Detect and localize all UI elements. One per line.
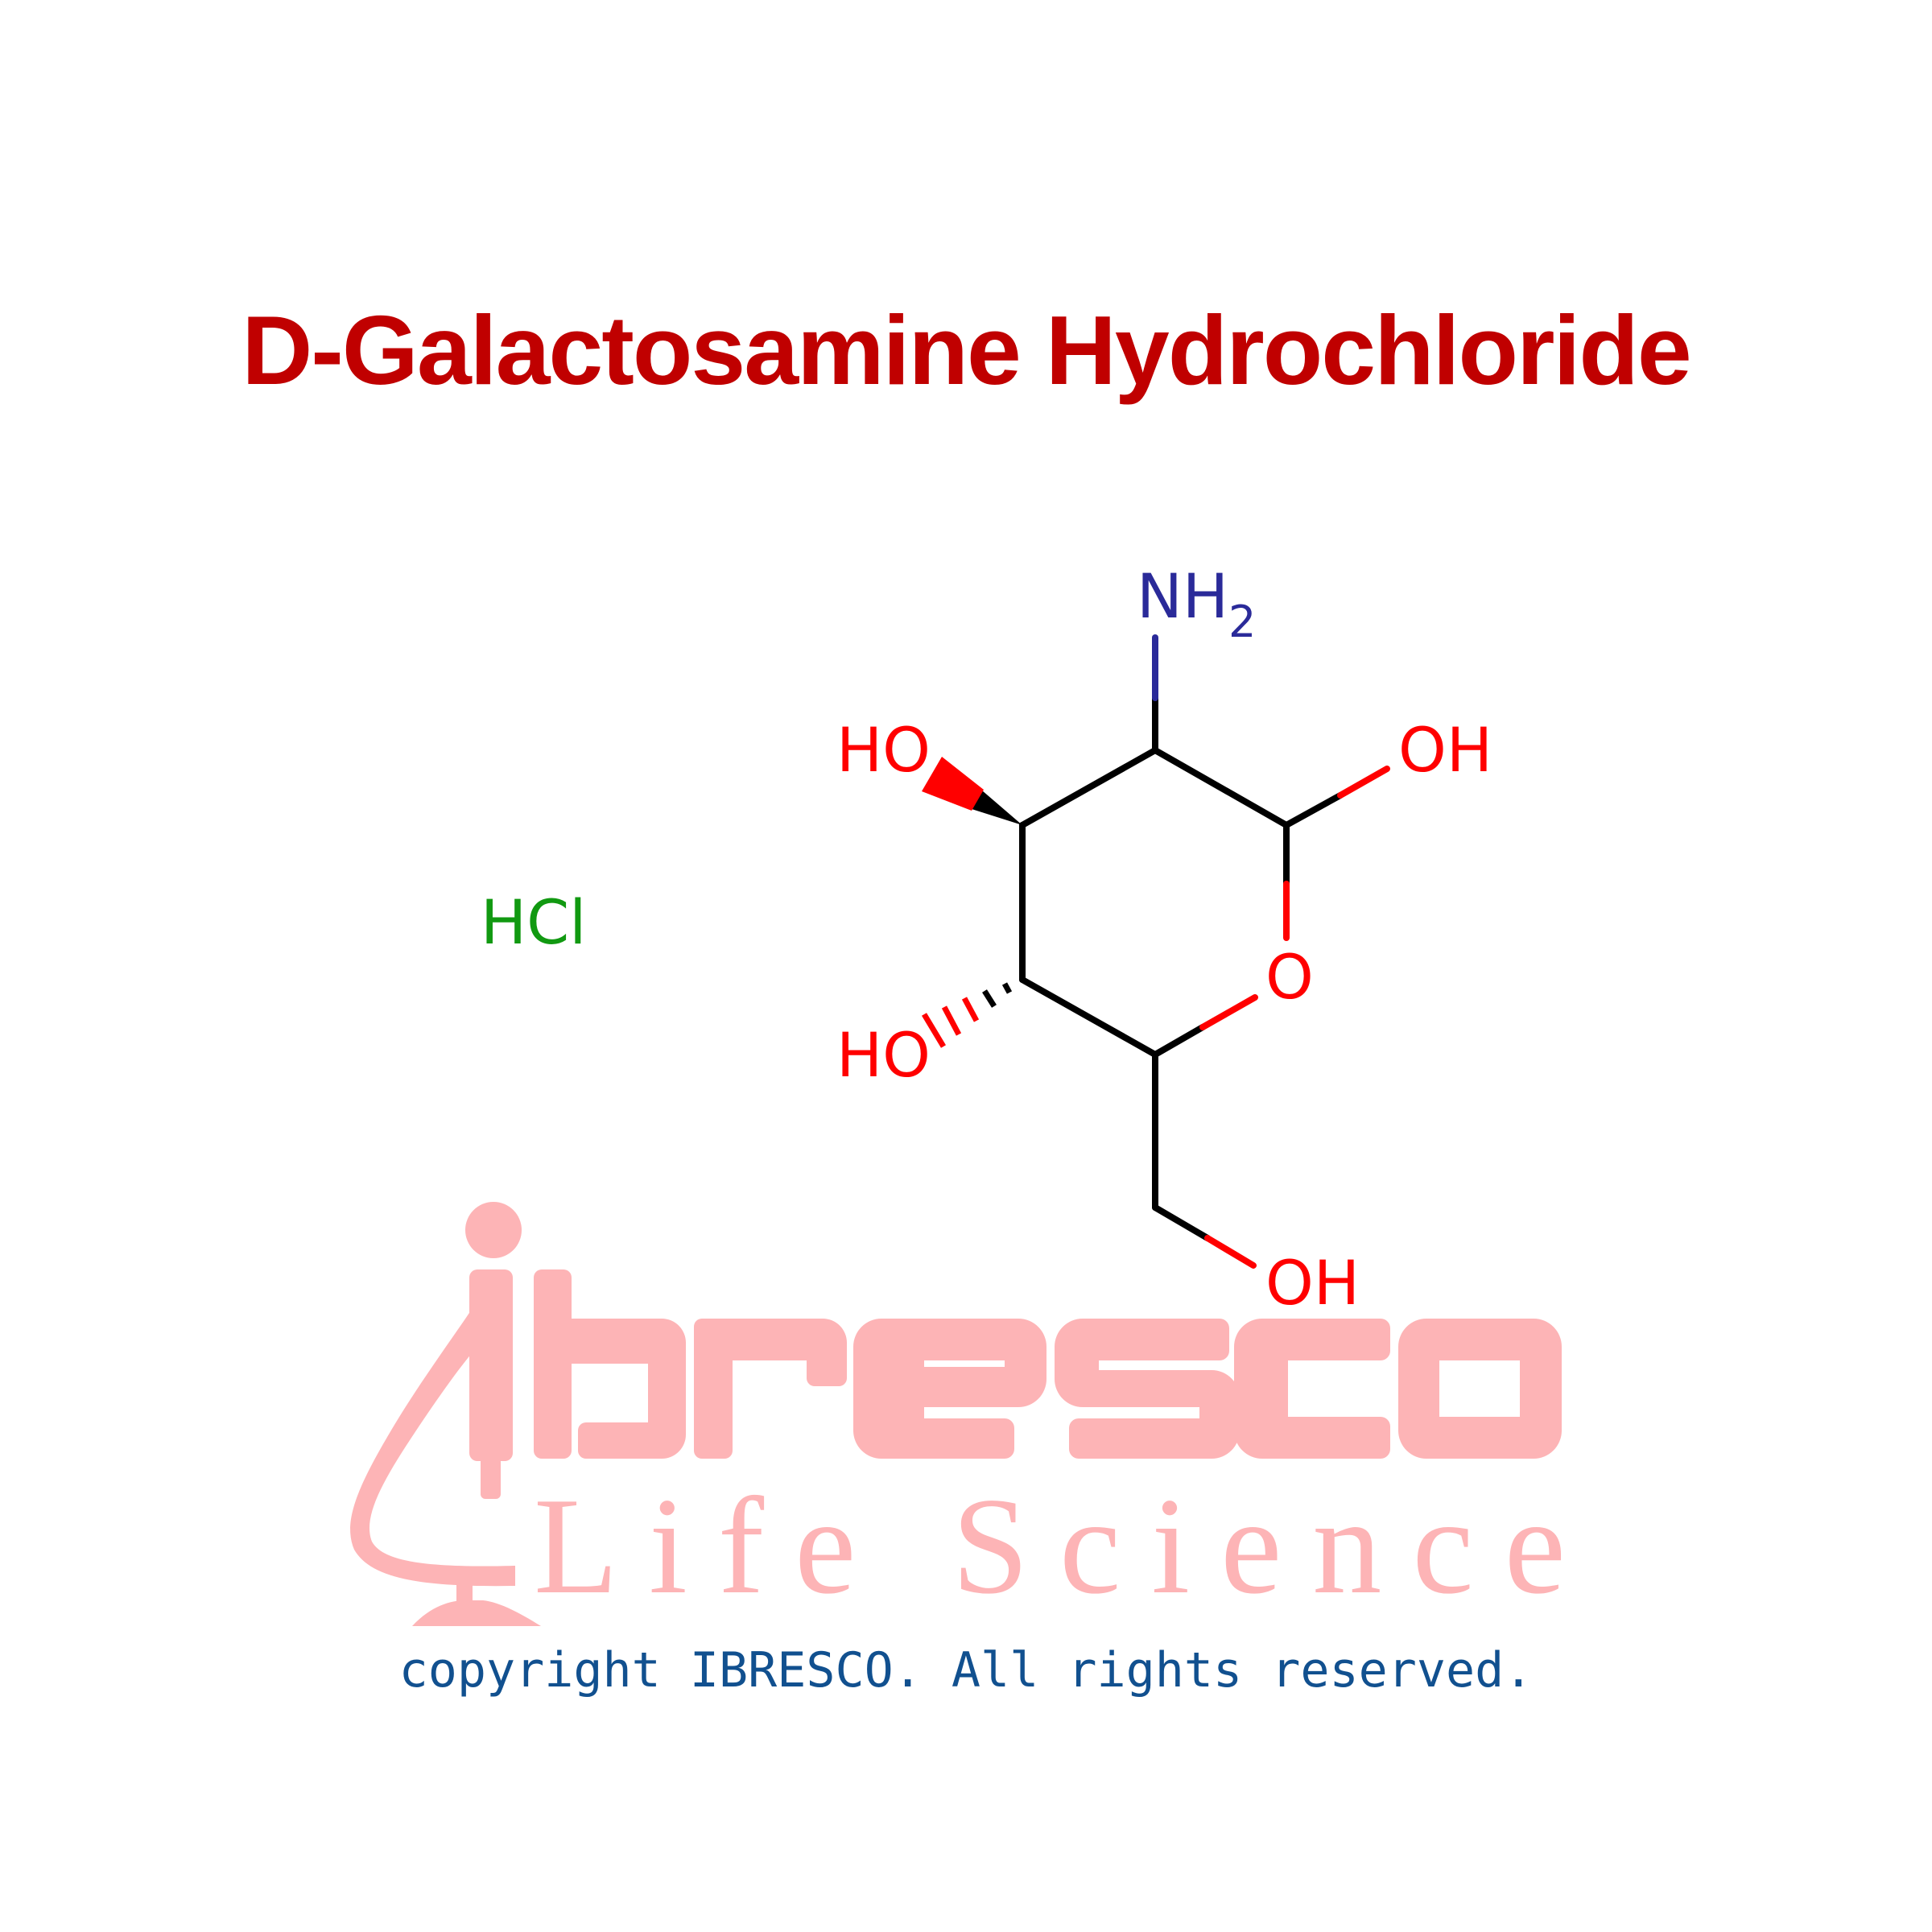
hcl-counter-ion: HCl: [481, 886, 586, 958]
ibresco-watermark-logo: Life Science: [350, 1202, 1566, 1626]
watermark-letter-b: [534, 1269, 686, 1459]
hydroxyl-c3-label: HO: [836, 714, 931, 786]
hashed-bond-c4-oh: [921, 982, 1013, 1048]
copyright-notice: copyright IBRESCO. All rights reserved.: [398, 1642, 1534, 1699]
molecular-structure: NH2 OH HO HO O OH HCl: [481, 560, 1492, 1319]
watermark-letter-c: [1234, 1319, 1390, 1459]
hydroxyl-c1-label: OH: [1398, 714, 1492, 786]
bond-c2-c1: [1152, 747, 1290, 828]
watermark-letter-r: [694, 1319, 847, 1459]
bond-c4-c5: [1019, 976, 1158, 1058]
bond-c2-c3: [1019, 747, 1158, 828]
ring-oxygen-label: O: [1265, 941, 1314, 1013]
bond-c6-oh-carbon-half: [1152, 1204, 1211, 1241]
wedge-bond-c3-oh: [922, 757, 1022, 825]
microscope-icon: [350, 1202, 541, 1626]
bond-c1-oh-carbon-half: [1283, 792, 1344, 828]
watermark-letter-o: [1398, 1319, 1562, 1459]
hydroxyl-c4-label: HO: [836, 1019, 931, 1091]
page-title: D-Galactosamine Hydrochloride: [242, 295, 1692, 405]
bond-c1-oh-oxygen-half: [1337, 766, 1390, 799]
amine-label: NH2: [1137, 560, 1256, 647]
hydroxyl-c6-label: OH: [1265, 1247, 1360, 1319]
bond-c5-o-oxygen-half: [1199, 994, 1258, 1030]
watermark-tagline: Life Science: [534, 1470, 1566, 1623]
bond-c6-oh-oxygen-half: [1204, 1235, 1257, 1269]
bond-c5-o-carbon-half: [1152, 1024, 1206, 1058]
watermark-letter-s: [1055, 1319, 1240, 1459]
watermark-letter-e: [853, 1319, 1046, 1459]
